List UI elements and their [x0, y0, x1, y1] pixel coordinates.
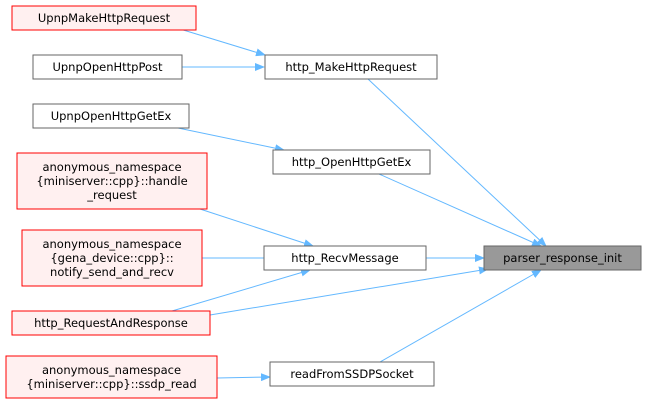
http-request-and-response-box: [11, 310, 211, 336]
miniserver-handle-request-box: [16, 152, 208, 210]
miniserver-ssdp-read-node[interactable]: anonymous_namespace{miniserver::cpp}::ss…: [5, 355, 218, 399]
read-from-ssdp-socket-label: readFromSSDPSocket: [290, 367, 414, 381]
gena-notify-send-and-recv-label: anonymous_namespace: [42, 237, 181, 251]
upnp-open-http-get-ex-label: UpnpOpenHttpGetEx: [51, 109, 172, 123]
http-make-http-request-node[interactable]: http_MakeHttpRequest: [264, 54, 438, 80]
http-open-http-get-ex-node[interactable]: http_OpenHttpGetEx: [272, 149, 431, 175]
edge-upnpgetex-to-httpgetex: [177, 127, 285, 153]
miniserver-ssdp-read-label: {miniserver::cpp}::ssdp_read: [26, 377, 196, 391]
upnp-open-http-post-label: UpnpOpenHttpPost: [52, 60, 163, 74]
http-make-http-request-box: [264, 54, 438, 80]
upnp-make-http-request-node[interactable]: UpnpMakeHttpRequest: [11, 5, 197, 31]
gena-notify-send-and-recv-node[interactable]: anonymous_namespace{gena_device::cpp}::n…: [21, 229, 203, 287]
read-from-ssdp-socket-box: [269, 361, 435, 387]
upnp-make-http-request-box: [11, 5, 197, 31]
edge-upnpmake-to-httpmake: [179, 28, 266, 57]
parser-response-init-node[interactable]: parser_response_init: [483, 245, 642, 271]
http-open-http-get-ex-box: [272, 149, 431, 175]
miniserver-handle-request-label: anonymous_namespace: [42, 160, 181, 174]
edge-httpmake-to-parser: [367, 78, 547, 247]
edge-requestandresponse-to-parser: [209, 266, 489, 316]
upnp-open-http-post-box: [32, 54, 183, 80]
edge-requestandresponse-to-recvmessage: [171, 268, 311, 312]
edge-httpgetex-to-parser: [378, 173, 542, 247]
http-recv-message-node[interactable]: http_RecvMessage: [263, 245, 427, 271]
http-request-and-response-node[interactable]: http_RequestAndResponse: [11, 310, 211, 336]
miniserver-handle-request-node[interactable]: anonymous_namespace{miniserver::cpp}::ha…: [16, 152, 208, 210]
gena-notify-send-and-recv-label: {gena_device::cpp}::: [50, 251, 173, 265]
upnp-open-http-post-node[interactable]: UpnpOpenHttpPost: [32, 54, 183, 80]
read-from-ssdp-socket-node[interactable]: readFromSSDPSocket: [269, 361, 435, 387]
miniserver-ssdp-read-box: [5, 355, 218, 399]
edge-readfromssdp-to-parser: [379, 269, 542, 363]
http-recv-message-label: http_RecvMessage: [291, 251, 398, 265]
http-make-http-request-label: http_MakeHttpRequest: [285, 60, 417, 74]
parser-response-init-label: parser_response_init: [503, 251, 622, 265]
http-open-http-get-ex-label: http_OpenHttpGetEx: [292, 155, 412, 169]
miniserver-handle-request-label: {miniserver::cpp}::handle: [36, 174, 187, 188]
edge-handlerequest-to-recvmessage: [199, 208, 314, 248]
miniserver-handle-request-label: _request: [86, 188, 137, 202]
edge-ssdpread-to-readfromssdp: [216, 373, 271, 382]
gena-notify-send-and-recv-box: [21, 229, 203, 287]
upnp-open-http-get-ex-node[interactable]: UpnpOpenHttpGetEx: [32, 103, 190, 129]
gena-notify-send-and-recv-label: notify_send_and_recv: [50, 265, 174, 279]
http-request-and-response-label: http_RequestAndResponse: [34, 316, 188, 330]
http-recv-message-box: [263, 245, 427, 271]
upnp-open-http-get-ex-box: [32, 103, 190, 129]
upnp-make-http-request-label: UpnpMakeHttpRequest: [38, 11, 171, 25]
miniserver-ssdp-read-label: anonymous_namespace: [42, 363, 181, 377]
parser-response-init-box: [483, 245, 642, 271]
